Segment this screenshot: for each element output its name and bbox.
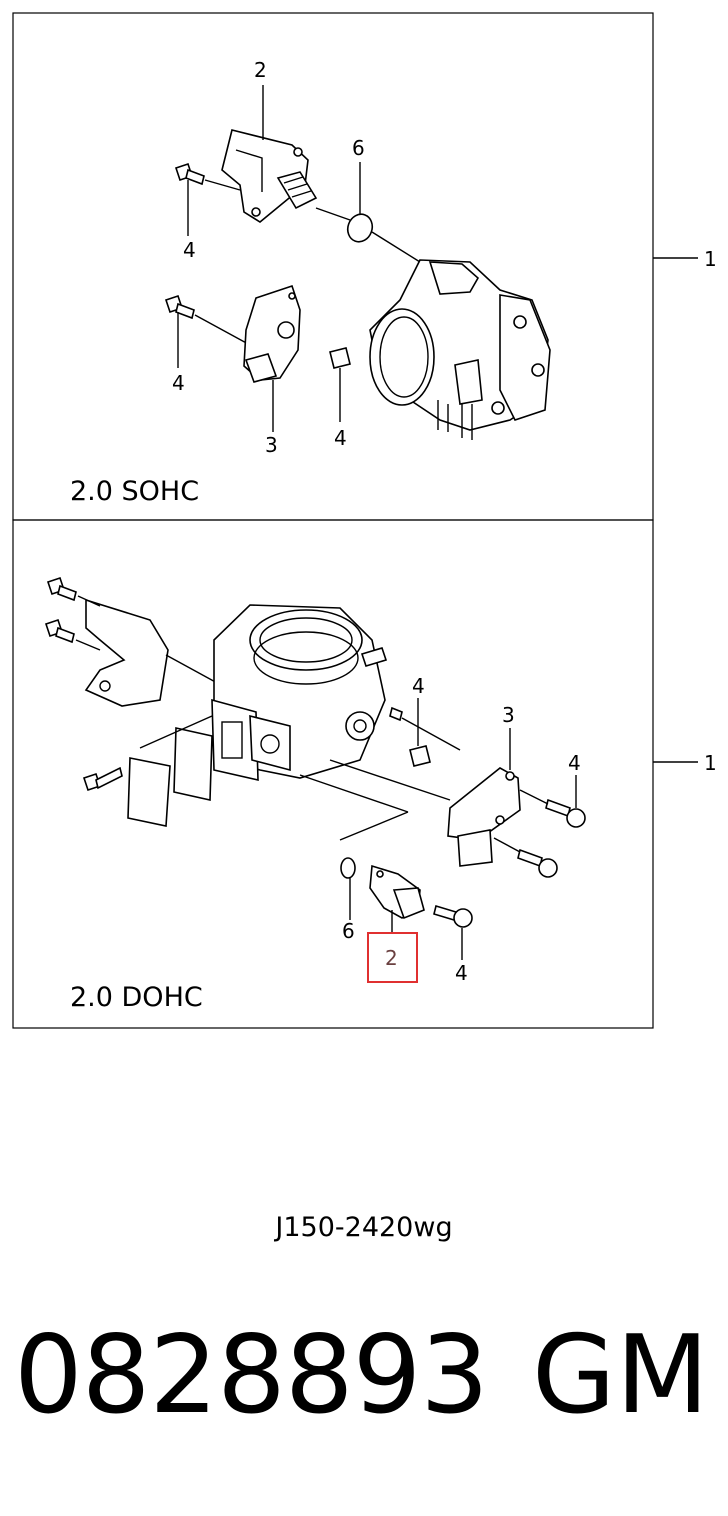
callout-3-dohc: 3 [502,703,515,727]
screw-top-sohc [174,162,205,186]
screw-left-dohc [82,766,123,792]
throttle-body-sohc [369,259,551,440]
callout-4a-sohc: 4 [183,238,196,262]
callout-1-dohc: 1 [704,751,717,775]
callout-2-dohc: 2 [385,946,398,970]
callout-4a-dohc: 4 [412,674,425,698]
callout-4b-dohc: 4 [568,751,581,775]
callout-4c-sohc: 4 [334,426,347,450]
highlight-box[interactable] [367,932,418,983]
bracket-dohc [84,598,169,707]
callout-4b-sohc: 4 [172,371,185,395]
o-ring-sohc [346,213,374,243]
callout-1-sohc: 1 [704,247,717,271]
gasket-a-dohc [127,757,171,827]
panel-dohc: 4 3 4 6 [44,576,717,1013]
callout-6-dohc: 6 [342,919,355,943]
part-number: 0828893 [14,1313,489,1438]
callout-3-sohc: 3 [265,433,278,457]
gasket-b-dohc [173,727,213,801]
bolts-left-dohc [44,576,77,644]
parts-diagram: 2 4 6 [12,12,717,1029]
panel-sohc-frame [12,12,654,521]
throttle-body-dohc [211,604,403,782]
screw-right-bottom-dohc [517,848,558,878]
o-ring-dohc [340,857,356,879]
screw-mid-sohc [164,294,195,320]
gasket-block-dohc [409,745,431,767]
idle-air-valve-sohc [221,129,318,223]
tps-dohc [447,767,521,867]
gasket-block-sohc [329,347,351,369]
panel-dohc-frame [12,519,654,1029]
callout-4c-dohc: 4 [455,961,468,985]
reference-code: J150-2420wg [275,1212,453,1243]
callout-6-sohc: 6 [352,136,365,160]
section-label-dohc: 2.0 DOHC [70,982,203,1013]
tps-sohc [243,284,301,383]
screw-valve-dohc [433,904,473,928]
screw-right-top-dohc [545,798,586,828]
panel-sohc: 2 4 6 [70,58,717,507]
idle-air-valve-dohc [369,864,425,920]
brand-name: GM [532,1313,709,1438]
callout-2-sohc: 2 [254,58,267,82]
section-label-sohc: 2.0 SOHC [70,476,199,507]
